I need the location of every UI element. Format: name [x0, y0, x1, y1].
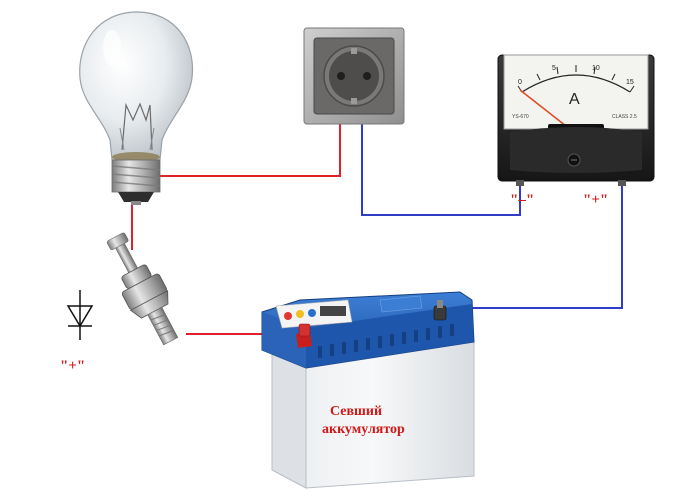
ammeter-class: CLASS 2.5: [612, 114, 637, 120]
wire-ammeter-to-battery: [440, 185, 623, 309]
ammeter-plus-label: "+": [583, 192, 608, 208]
diode-plus-label: "+": [60, 358, 85, 374]
wire-socket-to-ammeter: [361, 88, 521, 216]
power-socket-icon: [303, 27, 405, 125]
ammeter-minus-label: "–": [510, 192, 534, 208]
battery-label-line2: аккумулятор: [322, 422, 405, 437]
diode-component-icon: [106, 232, 179, 346]
ammeter-model: YS-670: [512, 114, 529, 120]
car-battery-icon: [261, 291, 475, 489]
ammeter-icon: 0 5 10 15 A YS-670 CLASS 2.5: [497, 54, 655, 186]
battery-label-line1: Севший: [330, 404, 382, 419]
ammeter-scale-5: 5: [552, 65, 556, 72]
ammeter-scale-15: 15: [626, 79, 634, 86]
ammeter-scale-10: 10: [592, 65, 600, 72]
ammeter-unit: A: [569, 91, 580, 108]
diode-symbol-icon: [66, 290, 94, 340]
ammeter-scale-0: 0: [518, 79, 522, 86]
light-bulb-icon: [79, 11, 194, 205]
